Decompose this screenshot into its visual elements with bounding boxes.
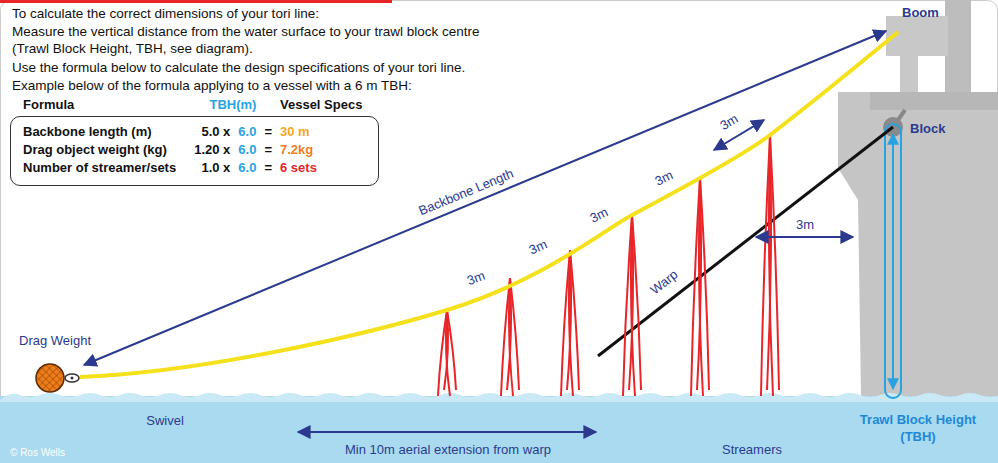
formula-text: 1.0 x (201, 159, 230, 176)
streamer-line (570, 250, 579, 390)
streamer-line (510, 278, 519, 390)
tbh-bracket (885, 124, 901, 398)
tbh-arrow (892, 134, 894, 389)
formula-text: = (264, 159, 272, 176)
formula-text: 5.0 x (201, 123, 230, 140)
heading-rule (0, 0, 392, 3)
formula-text: = (264, 123, 272, 140)
formula-text: Number of streamer/sets (23, 159, 176, 176)
streamer-line (447, 310, 456, 390)
column-heading: Formula (23, 96, 74, 113)
formula-text: Backbone length (m) (23, 123, 152, 140)
clearance-arrow (756, 236, 853, 238)
label: © Ros Wells (10, 444, 65, 461)
label: Use the formula below to calculate the d… (12, 59, 465, 76)
formula-text: 1.20 x (194, 141, 230, 158)
streamer-line (700, 177, 709, 390)
formula-text: 6 sets (280, 159, 317, 176)
label: Drag Weight (19, 332, 91, 349)
streamer-line (770, 135, 779, 390)
formula-text: 30 m (280, 123, 310, 140)
extension-arrow (298, 431, 596, 433)
formula-text: 7.2kg (280, 141, 313, 158)
drag-weight (36, 364, 79, 392)
label: Boom (902, 4, 939, 21)
label: Example below of the formula applying to… (12, 77, 412, 94)
sea (0, 393, 998, 463)
label: 3m (796, 216, 814, 233)
formula-text: 6.0 (238, 159, 256, 176)
label: Min 10m aerial extension from warp (345, 441, 551, 458)
label: Swivel (146, 412, 184, 429)
column-heading: TBH(m) (209, 96, 256, 113)
streamer-line (632, 215, 641, 390)
formula-text: Drag object weight (kg) (23, 141, 167, 158)
formula-box: FormulaTBH(m)Vessel SpecsBackbone length… (10, 116, 379, 186)
label: Trawl Block Height (TBH) (853, 411, 983, 445)
label: To calculate the correct dimensions of y… (12, 5, 319, 22)
warp-line (598, 127, 893, 356)
label: Measure the vertical distance from the w… (12, 23, 482, 57)
formula-text: = (264, 141, 272, 158)
formula-text: 6.0 (238, 123, 256, 140)
column-heading: Vessel Specs (280, 96, 362, 113)
label: Block (910, 120, 945, 137)
formula-text: 6.0 (238, 141, 256, 158)
label: Streamers (722, 441, 782, 458)
